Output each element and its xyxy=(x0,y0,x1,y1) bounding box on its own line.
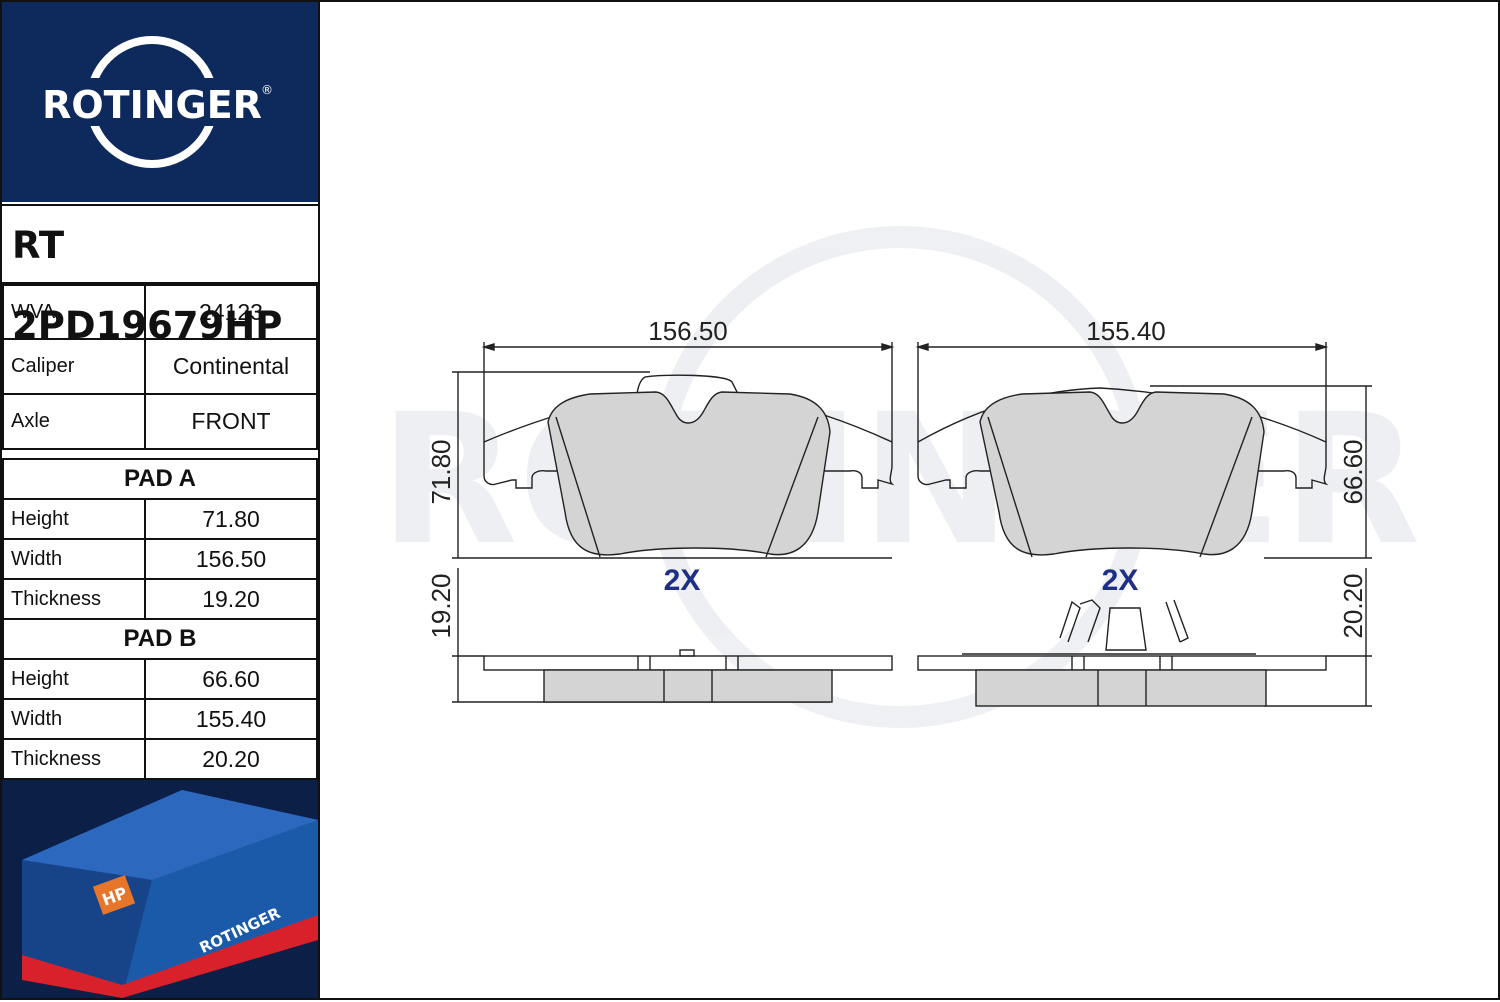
general-spec-table: WVA 24123 Caliper Continental Axle FRONT xyxy=(2,284,318,450)
package-image: HP ROTINGER xyxy=(2,780,318,998)
product-box-icon: HP ROTINGER xyxy=(2,780,318,998)
spec-value: 66.60 xyxy=(144,658,318,700)
pad-b-drawing xyxy=(915,342,1372,707)
spec-sidebar: ROTINGER ® RT 2PD19679HP WVA 24123 Calip… xyxy=(2,2,320,998)
spec-value: 24123 xyxy=(144,284,318,340)
spec-row-axle: Axle FRONT xyxy=(2,393,318,450)
technical-drawing: ROTINGER xyxy=(320,2,1496,998)
pad-a-header: PAD A xyxy=(2,458,318,500)
watermark-text: ROTINGER xyxy=(379,376,1420,585)
watermark: ROTINGER xyxy=(379,226,1421,728)
pad-b-row-width: Width 155.40 xyxy=(2,698,318,740)
pad-b-height-label: 66.60 xyxy=(1338,439,1368,504)
pad-b-row-thickness: Thickness 20.20 xyxy=(2,738,318,780)
pad-spec-table: PAD A Height 71.80 Width 156.50 Thicknes… xyxy=(2,458,318,780)
pad-b-width-label: 155.40 xyxy=(1086,316,1166,346)
brand-name: ROTINGER xyxy=(42,83,262,127)
pad-a-width-label: 156.50 xyxy=(648,316,728,346)
brand-logo: ROTINGER ® xyxy=(2,2,318,202)
spec-row-wva: WVA 24123 xyxy=(2,284,318,340)
spec-value: 156.50 xyxy=(144,538,318,580)
pad-b-row-height: Height 66.60 xyxy=(2,658,318,700)
spec-value: Continental xyxy=(144,338,318,395)
spec-key: Height xyxy=(2,498,146,540)
spec-key: Thickness xyxy=(2,738,146,780)
pad-a-drawing xyxy=(452,342,895,703)
pad-a-qty-label: 2X xyxy=(664,564,701,597)
pad-a-row-height: Height 71.80 xyxy=(2,498,318,540)
pad-a-thickness-label: 19.20 xyxy=(426,573,456,638)
pad-b-qty-label: 2X xyxy=(1102,564,1139,597)
spec-row-caliper: Caliper Continental xyxy=(2,338,318,395)
spec-key: Width xyxy=(2,698,146,740)
pad-b-title: PAD B xyxy=(2,618,318,660)
spec-value: 20.20 xyxy=(144,738,318,780)
registered-mark: ® xyxy=(261,83,273,97)
pad-b-thickness-label: 20.20 xyxy=(1338,573,1368,638)
spec-value: 71.80 xyxy=(144,498,318,540)
spec-key: Thickness xyxy=(2,578,146,620)
pad-b-header: PAD B xyxy=(2,618,318,660)
pad-a-row-width: Width 156.50 xyxy=(2,538,318,580)
pad-a-title: PAD A xyxy=(2,458,318,500)
spec-key: Axle xyxy=(2,393,146,450)
spec-value: 155.40 xyxy=(144,698,318,740)
pad-a-height-label: 71.80 xyxy=(426,439,456,504)
pad-a-row-thickness: Thickness 19.20 xyxy=(2,578,318,620)
rotinger-logo-icon: ROTINGER ® xyxy=(42,36,274,168)
spec-key: WVA xyxy=(2,284,146,340)
spec-key: Width xyxy=(2,538,146,580)
spec-key: Caliper xyxy=(2,338,146,395)
spec-value: FRONT xyxy=(144,393,318,450)
spec-value: 19.20 xyxy=(144,578,318,620)
part-number: RT 2PD19679HP xyxy=(2,204,318,347)
spec-key: Height xyxy=(2,658,146,700)
